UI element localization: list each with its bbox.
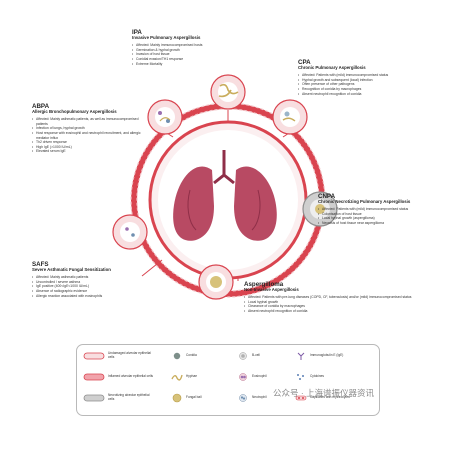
section-cpa: CPA Chronic Pulmonary Aspergillosis Affe… (298, 59, 416, 97)
cpa-subtitle: Chronic Pulmonary Aspergillosis (298, 65, 366, 71)
legend-item: Eosinophil (237, 372, 267, 382)
list-item: High IgE (>1000 IU/mL) (32, 145, 142, 150)
legend-label: Eosinophil (252, 374, 267, 379)
legend-item: Hyphae (171, 372, 197, 382)
section-ipa: IPA Invasive Pulmonary Aspergillosis Aff… (132, 29, 250, 67)
legend-label: Neutrophil (252, 395, 267, 400)
list-item: Recognition of conidia by macrophages (298, 87, 416, 92)
list-item: Local hyphal growth (244, 300, 414, 305)
list-item: Absent neutrophil recognition of conidia (244, 309, 414, 314)
list-item: Affected: Patients with pre-lung disease… (244, 295, 414, 300)
safs-title: SAFS (32, 261, 49, 268)
list-item: Conidial evasion/TH1 response (132, 57, 250, 62)
legend-label: Immunoglobulin E (IgE) (310, 353, 344, 358)
section-safs: SAFS Severe Asthmatic Fungal Sensitizati… (32, 261, 142, 299)
alveolus-safs (112, 214, 148, 250)
legend-label: Necrotizing alveolar epithelial cells (108, 393, 150, 401)
section-aspergilloma: Aspergilloma Non-Invasive Aspergillosis … (244, 281, 414, 314)
list-item: Absence of radiographic evidence (32, 289, 142, 294)
safs-subtitle: Severe Asthmatic Fungal Sensitization (32, 267, 111, 273)
legend-item: Inflamed alveolar epithelial cells (83, 372, 154, 382)
list-item: Germination & hyphal growth (132, 48, 250, 53)
list-item: Affected: Mainly immunocompromised hosts (132, 43, 250, 48)
legend-item: Immunoglobulin E (IgE) (295, 351, 370, 361)
legend-item: Cytokines (295, 372, 324, 382)
list-item: Invasion of host tissue (132, 52, 250, 57)
legend-label: Hyphae (186, 374, 197, 379)
legend: Undamaged alveolar epithelial cells Infl… (76, 344, 380, 416)
cpa-title: CPA (298, 59, 311, 66)
list-item: Affected: Mainly asthmatic patients, as … (32, 117, 142, 126)
list-item: Infection of lungs, hyphal growth (32, 126, 142, 131)
list-item: Often presence of other pathogens (298, 82, 416, 87)
section-cnpa: CNPA Chronic Necrotizing Pulmonary Asper… (318, 193, 430, 226)
legend-item: Undamaged alveolar epithelial cells (83, 351, 154, 361)
legend-item: Fungal ball (171, 393, 202, 403)
list-item: Absent neutrophil recognition of conidia (298, 92, 416, 97)
fungal-ball-icon (172, 393, 182, 403)
conidia-icon (173, 352, 181, 360)
list-item: IgE positive (400<IgE<1000 IU/mL) (32, 284, 142, 289)
lungs-illustration (173, 150, 277, 241)
ipa-title: IPA (132, 29, 142, 36)
aspergilloma-subtitle: Non-Invasive Aspergillosis (244, 287, 299, 293)
immunoglobulin-icon (297, 352, 305, 360)
cytokines-icon (297, 374, 304, 380)
legend-item: B-cell (237, 351, 260, 361)
neutrophil-icon (239, 394, 247, 402)
b-cell-icon (239, 352, 247, 360)
list-item: Extreme Mortality (132, 62, 250, 67)
list-item: Th2 driven response (32, 140, 142, 145)
legend-label: Conidia (186, 353, 197, 358)
legend-label: B-cell (252, 353, 260, 358)
cnpa-subtitle: Chronic Necrotizing Pulmonary Aspergillo… (318, 199, 411, 205)
list-item: Clearance of conidia by macrophages (244, 304, 414, 309)
undamaged-epithelium-icon (83, 352, 105, 360)
list-item: Hyphal growth and subsequent (local) inf… (298, 78, 416, 83)
legend-label: Inflamed alveolar epithelial cells (108, 374, 154, 379)
legend-item: Conidia (171, 351, 197, 361)
aspergilloma-title: Aspergilloma (244, 281, 284, 288)
list-item: Uncontrolled / severe asthma (32, 280, 142, 285)
list-item: Allergic reaction associated with eosino… (32, 294, 142, 299)
list-item: Affected: Patients with (mild) immunocom… (298, 73, 416, 78)
section-abpa: ABPA Allergic Bronchopulmonary Aspergill… (32, 103, 142, 154)
legend-item: Capillaries with erythrocytes (295, 393, 350, 403)
legend-label: Fungal ball (186, 395, 202, 400)
inflamed-epithelium-icon (83, 373, 105, 381)
alveolus-cpa (272, 99, 308, 135)
list-item: Affected: Mainly asthmatic patients (32, 275, 142, 280)
cnpa-title: CNPA (318, 193, 336, 200)
alveolus-ipa (210, 74, 246, 110)
watermark-text: 公众号 · 上海谱振仪器资讯 (273, 388, 375, 398)
list-item: Local hyphal growth (aspergilloma) (318, 216, 430, 221)
legend-item: Necrotizing alveolar epithelial cells (83, 393, 154, 403)
alveolus-abpa (147, 99, 183, 135)
necrotizing-epithelium-icon (83, 394, 105, 402)
legend-label: Undamaged alveolar epithelial cells (108, 351, 151, 359)
eosinophil-icon (239, 373, 247, 381)
list-item: Colonisation of host tissue (318, 212, 430, 217)
list-item: Affected: Patients with (mild) immunocom… (318, 207, 430, 212)
abpa-subtitle: Allergic Bronchopulmonary Aspergillosis (32, 109, 117, 115)
legend-item: Neutrophil (237, 393, 267, 403)
list-item: Host response with eosinophil and neutro… (32, 131, 142, 140)
abpa-title: ABPA (32, 103, 50, 110)
legend-label: Capillaries with erythrocytes (310, 395, 350, 400)
capillaries-icon (295, 395, 307, 401)
list-item: Necrosis of host tissue near aspergillom… (318, 221, 430, 226)
ipa-subtitle: Invasive Pulmonary Aspergillosis (132, 35, 201, 41)
hyphae-icon (171, 374, 183, 381)
list-item: Elevated serum IgE (32, 149, 142, 154)
alveolus-aspergilloma (198, 264, 234, 300)
legend-label: Cytokines (310, 374, 324, 379)
